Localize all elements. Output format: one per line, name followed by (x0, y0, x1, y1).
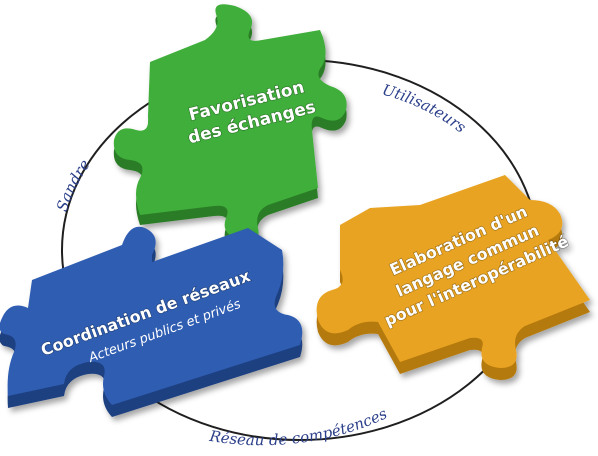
ring-label-sandre: Sandre (53, 156, 94, 214)
blue-puzzle-piece: Coordination de réseaux Acteurs publics … (0, 226, 303, 417)
orange-piece-top (316, 175, 590, 368)
ring-label-reseau: Réseau de compétences (207, 404, 390, 449)
green-piece-top (113, 4, 347, 241)
orange-puzzle-piece: Elaboration d'un langage commun pour l'i… (316, 175, 590, 380)
blue-piece-top (0, 226, 303, 405)
green-puzzle-piece: Favorisation des échanges (113, 4, 347, 251)
